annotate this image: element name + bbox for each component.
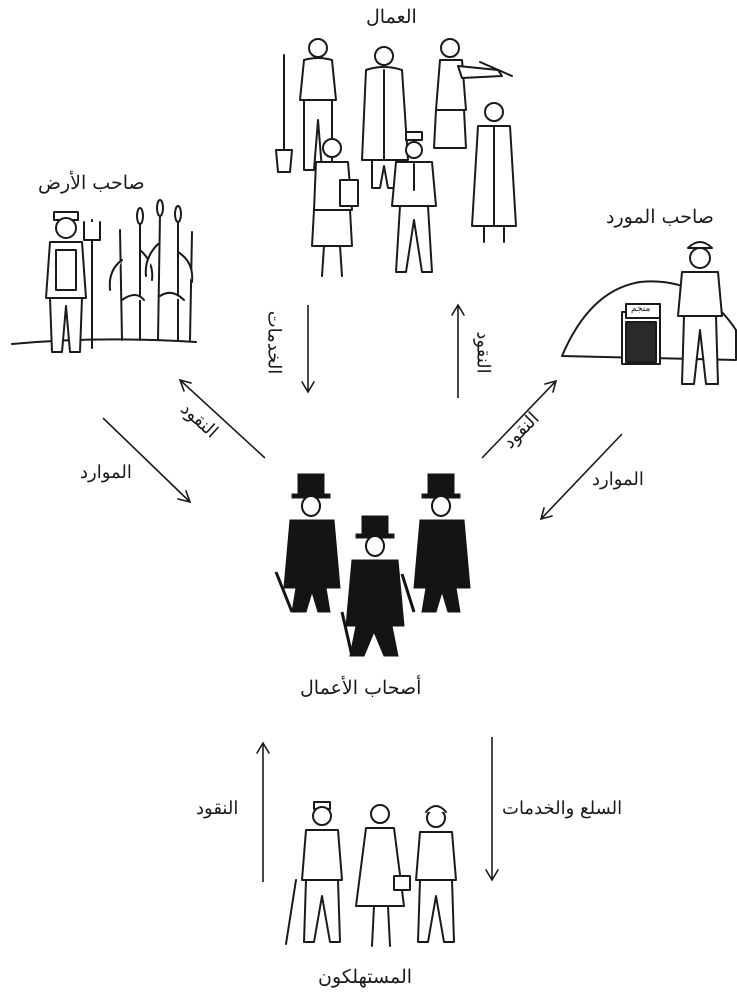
services-flow-label: الخدمات — [263, 310, 285, 375]
landowner-label: صاحب الأرض — [38, 172, 145, 194]
arrow-resources-from-resource-owner — [539, 433, 623, 521]
resources-from-resource-owner-flow-label: الموارد — [592, 469, 644, 490]
goods-and-services-flow-label: السلع والخدمات — [502, 798, 623, 819]
landowner-illustration — [11, 199, 197, 353]
arrow-money-to-landowner — [178, 378, 266, 459]
arrow-money-from-consumers-up — [256, 741, 270, 882]
arrow-services-down — [301, 305, 315, 394]
arrow-resources-from-land — [102, 417, 192, 504]
workers-label: العمال — [366, 6, 417, 28]
money-from-consumers-flow-label: النقود — [196, 798, 239, 819]
resource-owner-illustration — [561, 241, 737, 385]
business-owners-illustration — [274, 473, 471, 657]
consumers-illustration — [285, 801, 457, 947]
mine-sign-label: منجم — [631, 304, 651, 314]
business-owners-label: أصحاب الأعمال — [300, 677, 422, 699]
consumers-label: المستهلكون — [318, 966, 413, 988]
workers-illustration — [275, 38, 517, 277]
arrow-money-to-resource-owner — [481, 379, 558, 459]
arrow-goods-services-down — [485, 737, 499, 882]
resources-from-land-flow-label: الموارد — [80, 462, 132, 483]
arrow-money-to-workers-up — [451, 303, 465, 398]
money-to-workers-flow-label: النقود — [472, 331, 494, 374]
resource-owner-label: صاحب المورد — [606, 206, 714, 228]
